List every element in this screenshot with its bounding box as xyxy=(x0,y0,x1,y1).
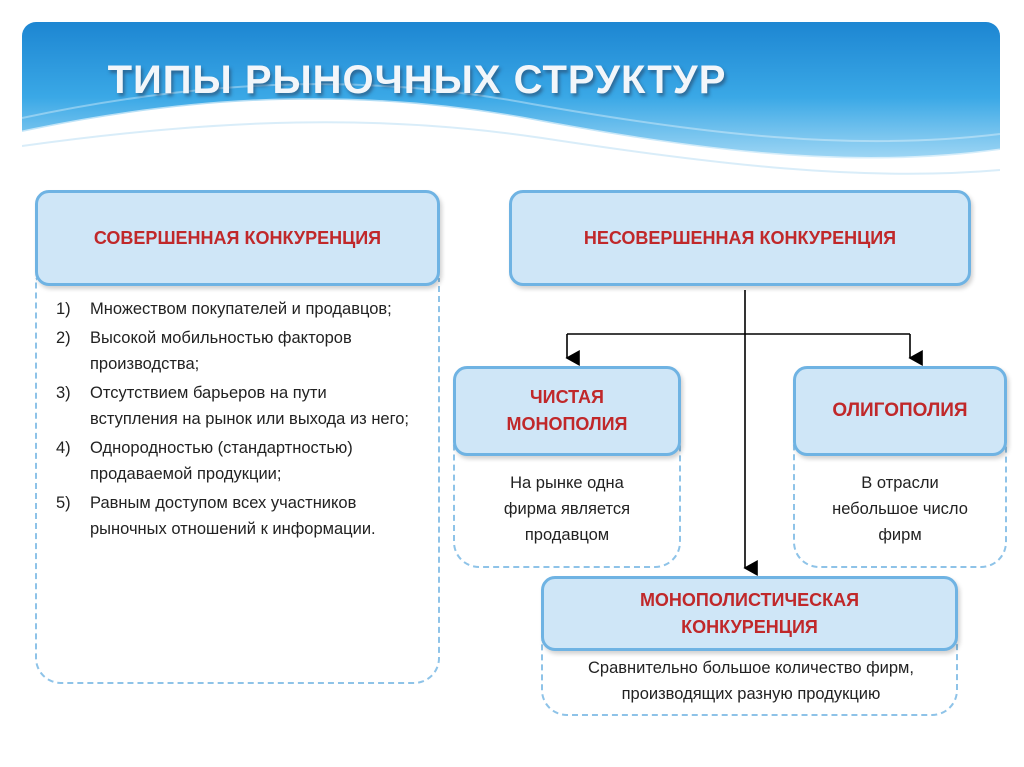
list-item: 1)Множеством покупателей и продавцов; xyxy=(56,300,392,318)
pure-monopoly-description: На рынке одна фирма является продавцом xyxy=(503,474,631,544)
oligopoly-panel xyxy=(793,440,1007,568)
list-item: 3)Отсутствием барьеров на пути вступлени… xyxy=(56,384,410,428)
pure-monopoly-label: ЧИСТАЯ МОНОПОЛИЯ xyxy=(506,387,628,434)
perfect-competition-box: СОВЕРШЕННАЯ КОНКУРЕНЦИЯ xyxy=(35,190,440,286)
imperfect-competition-box: НЕСОВЕРШЕННАЯ КОНКУРЕНЦИЯ xyxy=(509,190,971,286)
perfect-competition-conditions: 1)Множеством покупателей и продавцов; 2)… xyxy=(46,296,418,545)
header-wave-background xyxy=(22,22,1000,192)
perfect-competition-label: СОВЕРШЕННАЯ КОНКУРЕНЦИЯ xyxy=(93,227,382,248)
monopolistic-competition-description: Сравнительно большое количество фирм, пр… xyxy=(587,659,914,703)
monopolistic-competition-box: МОНОПОЛИСТИЧЕСКАЯ КОНКУРЕНЦИЯ xyxy=(541,576,958,651)
imperfect-competition-label: НЕСОВЕРШЕННАЯ КОНКУРЕНЦИЯ xyxy=(583,227,897,248)
perfect-competition-panel xyxy=(35,278,440,684)
list-item: 5)Равным доступом всех участников рыночн… xyxy=(56,494,376,538)
oligopoly-description: В отрасли небольшое число фирм xyxy=(832,474,968,544)
pure-monopoly-box: ЧИСТАЯ МОНОПОЛИЯ xyxy=(453,366,681,456)
monopolistic-competition-label: МОНОПОЛИСТИЧЕСКАЯ КОНКУРЕНЦИЯ xyxy=(639,589,860,637)
oligopoly-label: ОЛИГОПОЛИЯ xyxy=(832,400,968,421)
monopolistic-competition-panel xyxy=(541,640,958,716)
list-item: 2)Высокой мобильностью факторов производ… xyxy=(56,329,352,373)
list-item: 4)Однородностью (стандартностью) продава… xyxy=(56,439,353,483)
oligopoly-box: ОЛИГОПОЛИЯ xyxy=(793,366,1007,456)
page-title: ТИПЫ РЫНОЧНЫХ СТРУКТУР xyxy=(107,58,727,102)
pure-monopoly-panel xyxy=(453,440,681,568)
